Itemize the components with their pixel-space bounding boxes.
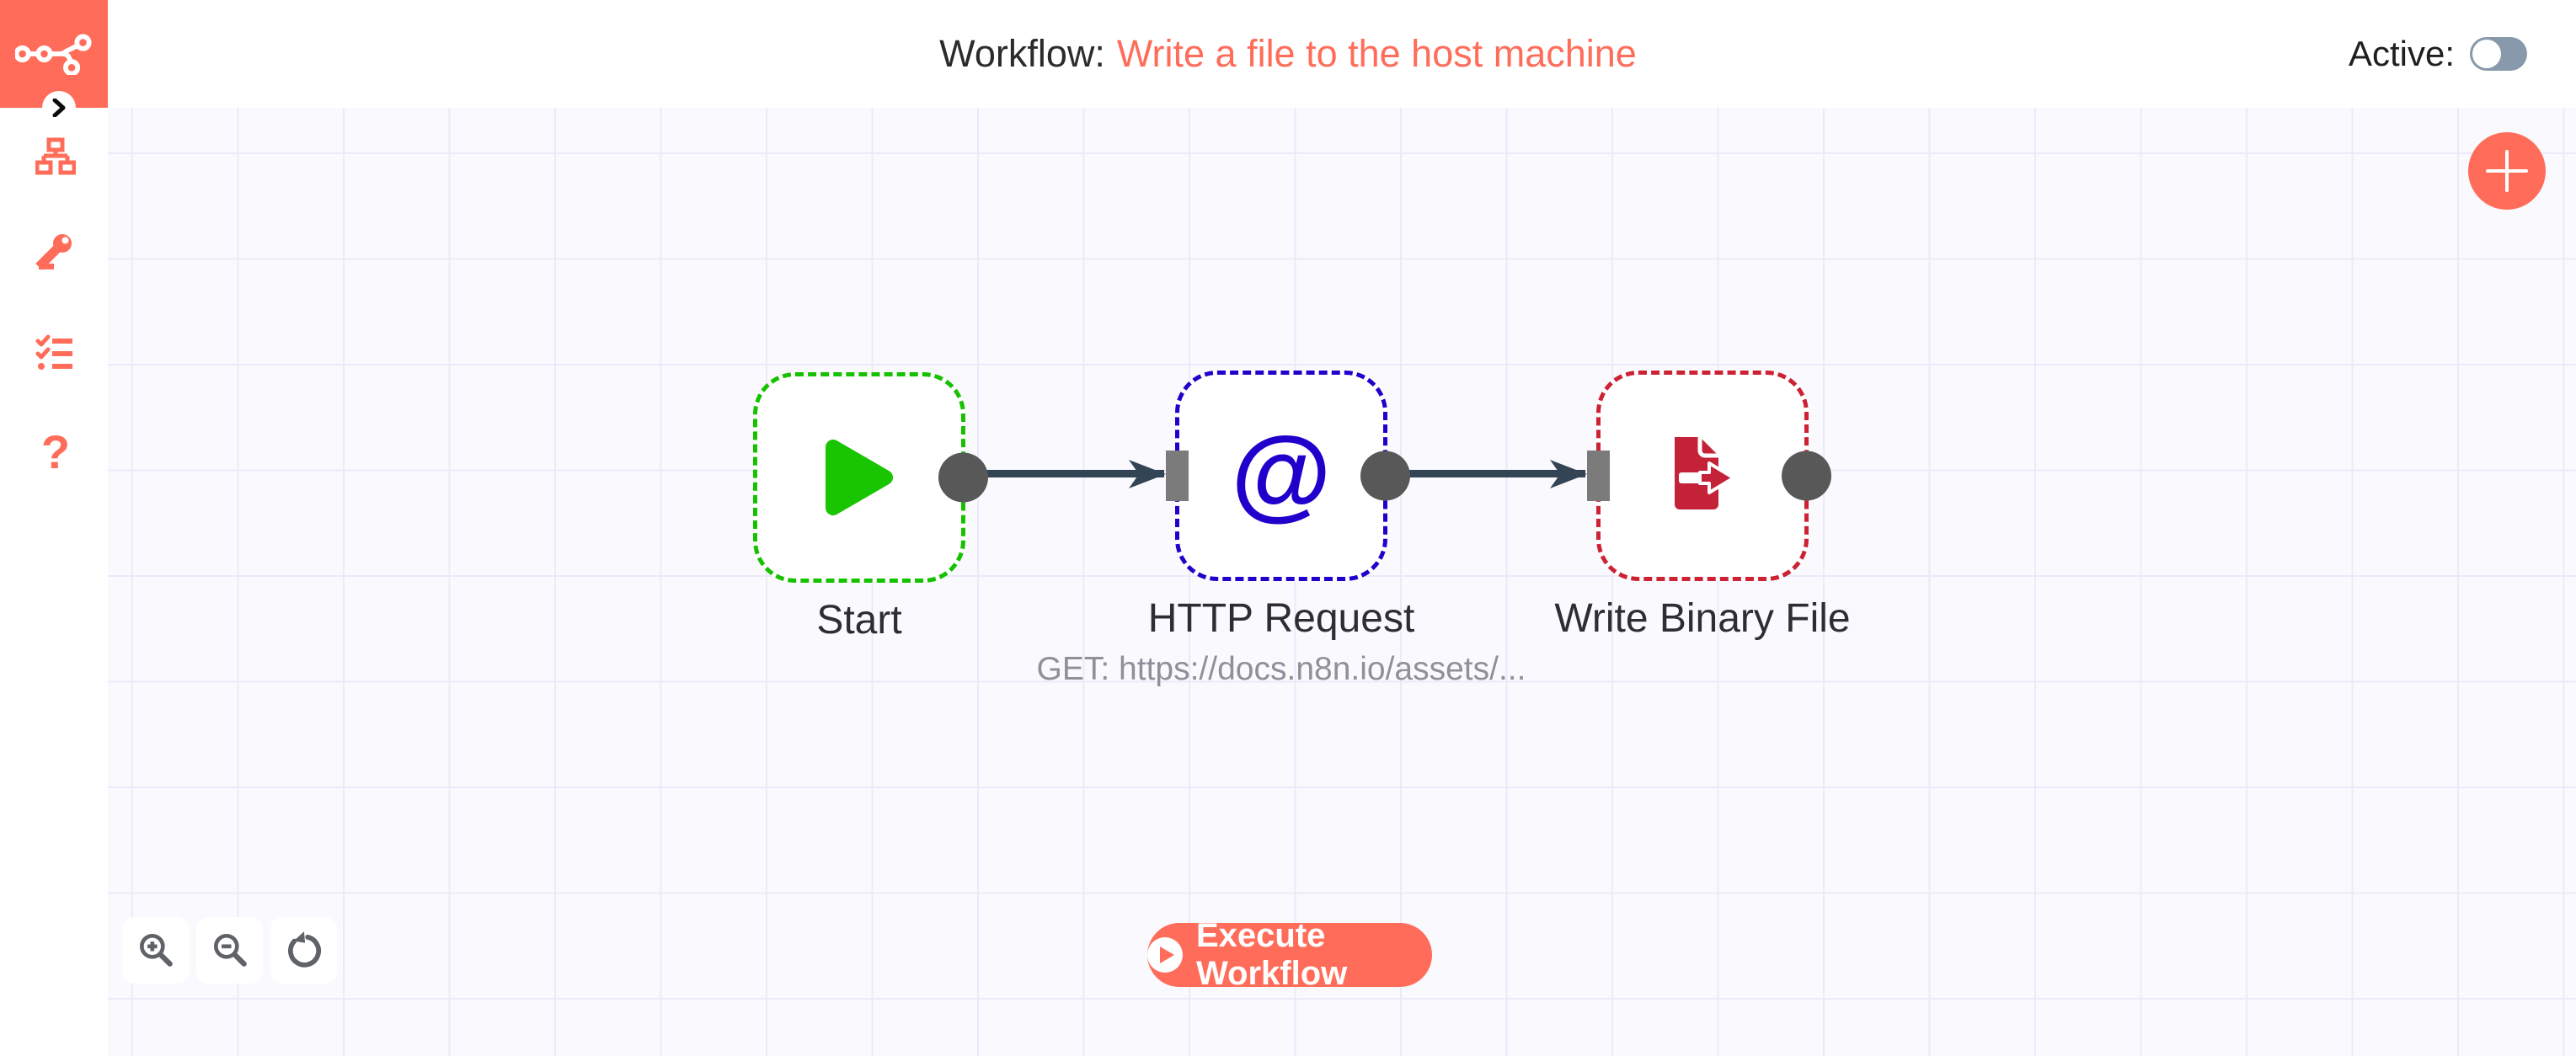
sidebar-collapse-button[interactable] <box>42 91 76 125</box>
workflow-canvas[interactable]: Start @ HTTP Request GET: https://docs.n… <box>108 108 2576 1056</box>
header <box>108 0 2576 108</box>
toggle-knob <box>2472 40 2501 68</box>
sidebar-item-credentials[interactable] <box>32 227 79 275</box>
n8n-logo[interactable] <box>0 0 108 108</box>
output-port[interactable] <box>1360 451 1410 501</box>
node-write-binary-file[interactable]: Write Binary File <box>1554 371 1851 641</box>
reset-zoom-icon <box>287 931 321 968</box>
file-export-icon <box>1675 435 1735 509</box>
output-port[interactable] <box>938 452 988 503</box>
zoom-controls <box>122 917 337 984</box>
node-label: HTTP Request <box>1147 596 1415 641</box>
sidebar: ? <box>0 0 108 1056</box>
plus-icon <box>2486 150 2528 192</box>
zoom-reset-button[interactable] <box>270 917 337 984</box>
input-port[interactable] <box>1587 451 1610 501</box>
zoom-in-button[interactable] <box>122 917 189 984</box>
question-icon: ? <box>40 425 71 478</box>
sidebar-item-workflows[interactable] <box>32 133 79 180</box>
node-start[interactable]: Start <box>753 372 988 643</box>
sidebar-item-executions[interactable] <box>32 330 79 377</box>
add-node-button[interactable] <box>2468 132 2546 210</box>
connection-arrow-icon <box>1550 459 1587 488</box>
node-label: Start <box>816 598 902 643</box>
active-toggle[interactable] <box>2470 37 2527 71</box>
at-icon: @ <box>1231 415 1332 530</box>
connection-arrow-icon <box>1129 459 1166 488</box>
checklist-icon <box>35 334 72 370</box>
chevron-right-icon <box>52 99 66 117</box>
execute-workflow-label: Execute Workflow <box>1196 917 1348 992</box>
input-port[interactable] <box>1166 451 1189 501</box>
key-icon <box>35 234 72 270</box>
workflow-name-link[interactable]: Write a file to the host machine <box>1116 32 1637 75</box>
active-toggle-group: Active: <box>2349 0 2527 108</box>
sidebar-item-help[interactable]: ? <box>32 429 79 476</box>
connection-http-file <box>1384 459 1587 488</box>
zoom-in-icon <box>139 933 173 967</box>
node-http-request[interactable]: @ HTTP Request GET: https://docs.n8n.io/… <box>1037 371 1526 687</box>
zoom-out-button[interactable] <box>196 917 263 984</box>
execute-play-icon <box>1147 937 1183 973</box>
node-label: Write Binary File <box>1554 596 1851 641</box>
play-icon <box>826 440 893 515</box>
node-subtitle: GET: https://docs.n8n.io/assets/... <box>1036 651 1526 687</box>
active-label: Active: <box>2348 34 2455 73</box>
zoom-out-icon <box>213 933 247 967</box>
sitemap-icon <box>35 137 76 175</box>
execute-workflow-button[interactable]: Execute Workflow <box>1147 917 1432 992</box>
output-port[interactable] <box>1782 451 1831 501</box>
connection-start-http <box>962 459 1166 488</box>
